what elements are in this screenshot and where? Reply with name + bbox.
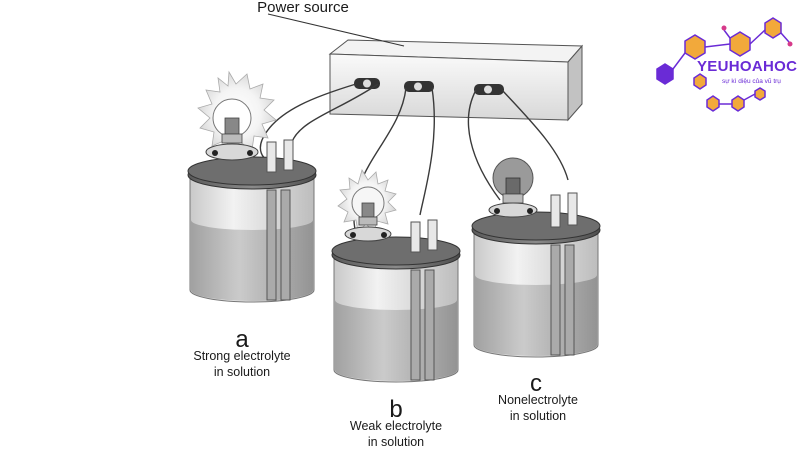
bulb-a-bright	[197, 70, 277, 161]
setup-b-caption-line2: in solution	[367, 435, 425, 449]
setup-c-letter: c	[530, 370, 542, 397]
setup-b-letter: b	[389, 396, 403, 423]
setup-b-caption-line1: Weak electrolyte	[349, 419, 443, 433]
power-terminals	[354, 78, 504, 95]
setup-b-caption: Weak electrolyte in solution	[324, 418, 468, 450]
power-source-label: Power source	[257, 0, 349, 16]
beaker-b	[331, 219, 461, 383]
setup-c-caption-line1: Nonelectrolyte	[498, 393, 578, 407]
logo-name: YEUHOAHOC	[697, 58, 798, 75]
beaker-c	[471, 192, 601, 358]
setup-a-caption-line2: in solution	[213, 365, 271, 379]
setup-a-caption-line1: Strong electrolyte	[193, 349, 291, 363]
bulb-c-off	[488, 157, 538, 218]
setup-a-caption: Strong electrolyte in solution	[170, 348, 314, 380]
setup-a-letter: a	[235, 326, 249, 353]
beaker-a	[187, 139, 317, 303]
setup-c-caption: Nonelectrolyte in solution	[466, 392, 610, 424]
setup-c-caption-line2: in solution	[509, 409, 567, 423]
logo-hexagons	[656, 17, 793, 112]
power-source-box	[267, 13, 584, 122]
logo-tagline: sự kì diệu của vũ trụ	[722, 78, 781, 85]
bulb-b-dim	[337, 169, 397, 242]
